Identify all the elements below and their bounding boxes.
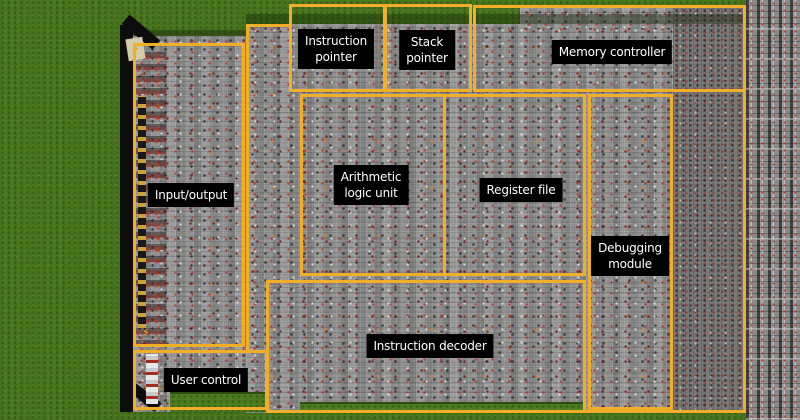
region-label-instruction-decoder: Instruction decoder	[366, 334, 494, 358]
memory-bank-columns	[746, 0, 800, 420]
region-line-memory-right	[743, 92, 746, 413]
region-box-instruction-decoder	[266, 280, 586, 413]
region-label-memory-controller: Memory controller	[551, 40, 673, 64]
region-box-debugging-module	[588, 94, 673, 410]
small-lightning-bolt-icon: ⚡	[142, 326, 150, 339]
region-box-memory-controller	[473, 5, 746, 92]
region-label-debugging-module: Debugging module	[591, 236, 669, 276]
dense-logic-column	[673, 8, 746, 411]
region-outline-core	[246, 24, 289, 351]
grass-shade-top	[246, 14, 746, 24]
region-box-stack-pointer	[384, 4, 472, 92]
grass-patch-bottom-center	[300, 402, 586, 413]
region-label-instruction-pointer: Instruction pointer	[297, 29, 375, 69]
region-label-user-control: User control	[163, 368, 249, 392]
region-box-input-output	[133, 43, 245, 347]
circuit-board-main	[246, 24, 746, 413]
region-label-arithmetic-logic-unit: Arithmetic logic unit	[333, 165, 409, 205]
region-box-register-file	[443, 94, 586, 276]
region-label-register-file: Register file	[479, 178, 563, 202]
indicator-column	[146, 354, 158, 404]
region-label-stack-pointer: Stack pointer	[399, 30, 455, 70]
region-label-input-output: Input/output	[147, 183, 235, 207]
tower-wall	[120, 25, 133, 412]
region-line-bottom-extension	[586, 410, 746, 413]
grass-shade-left	[133, 30, 246, 36]
torch-column	[138, 96, 146, 328]
